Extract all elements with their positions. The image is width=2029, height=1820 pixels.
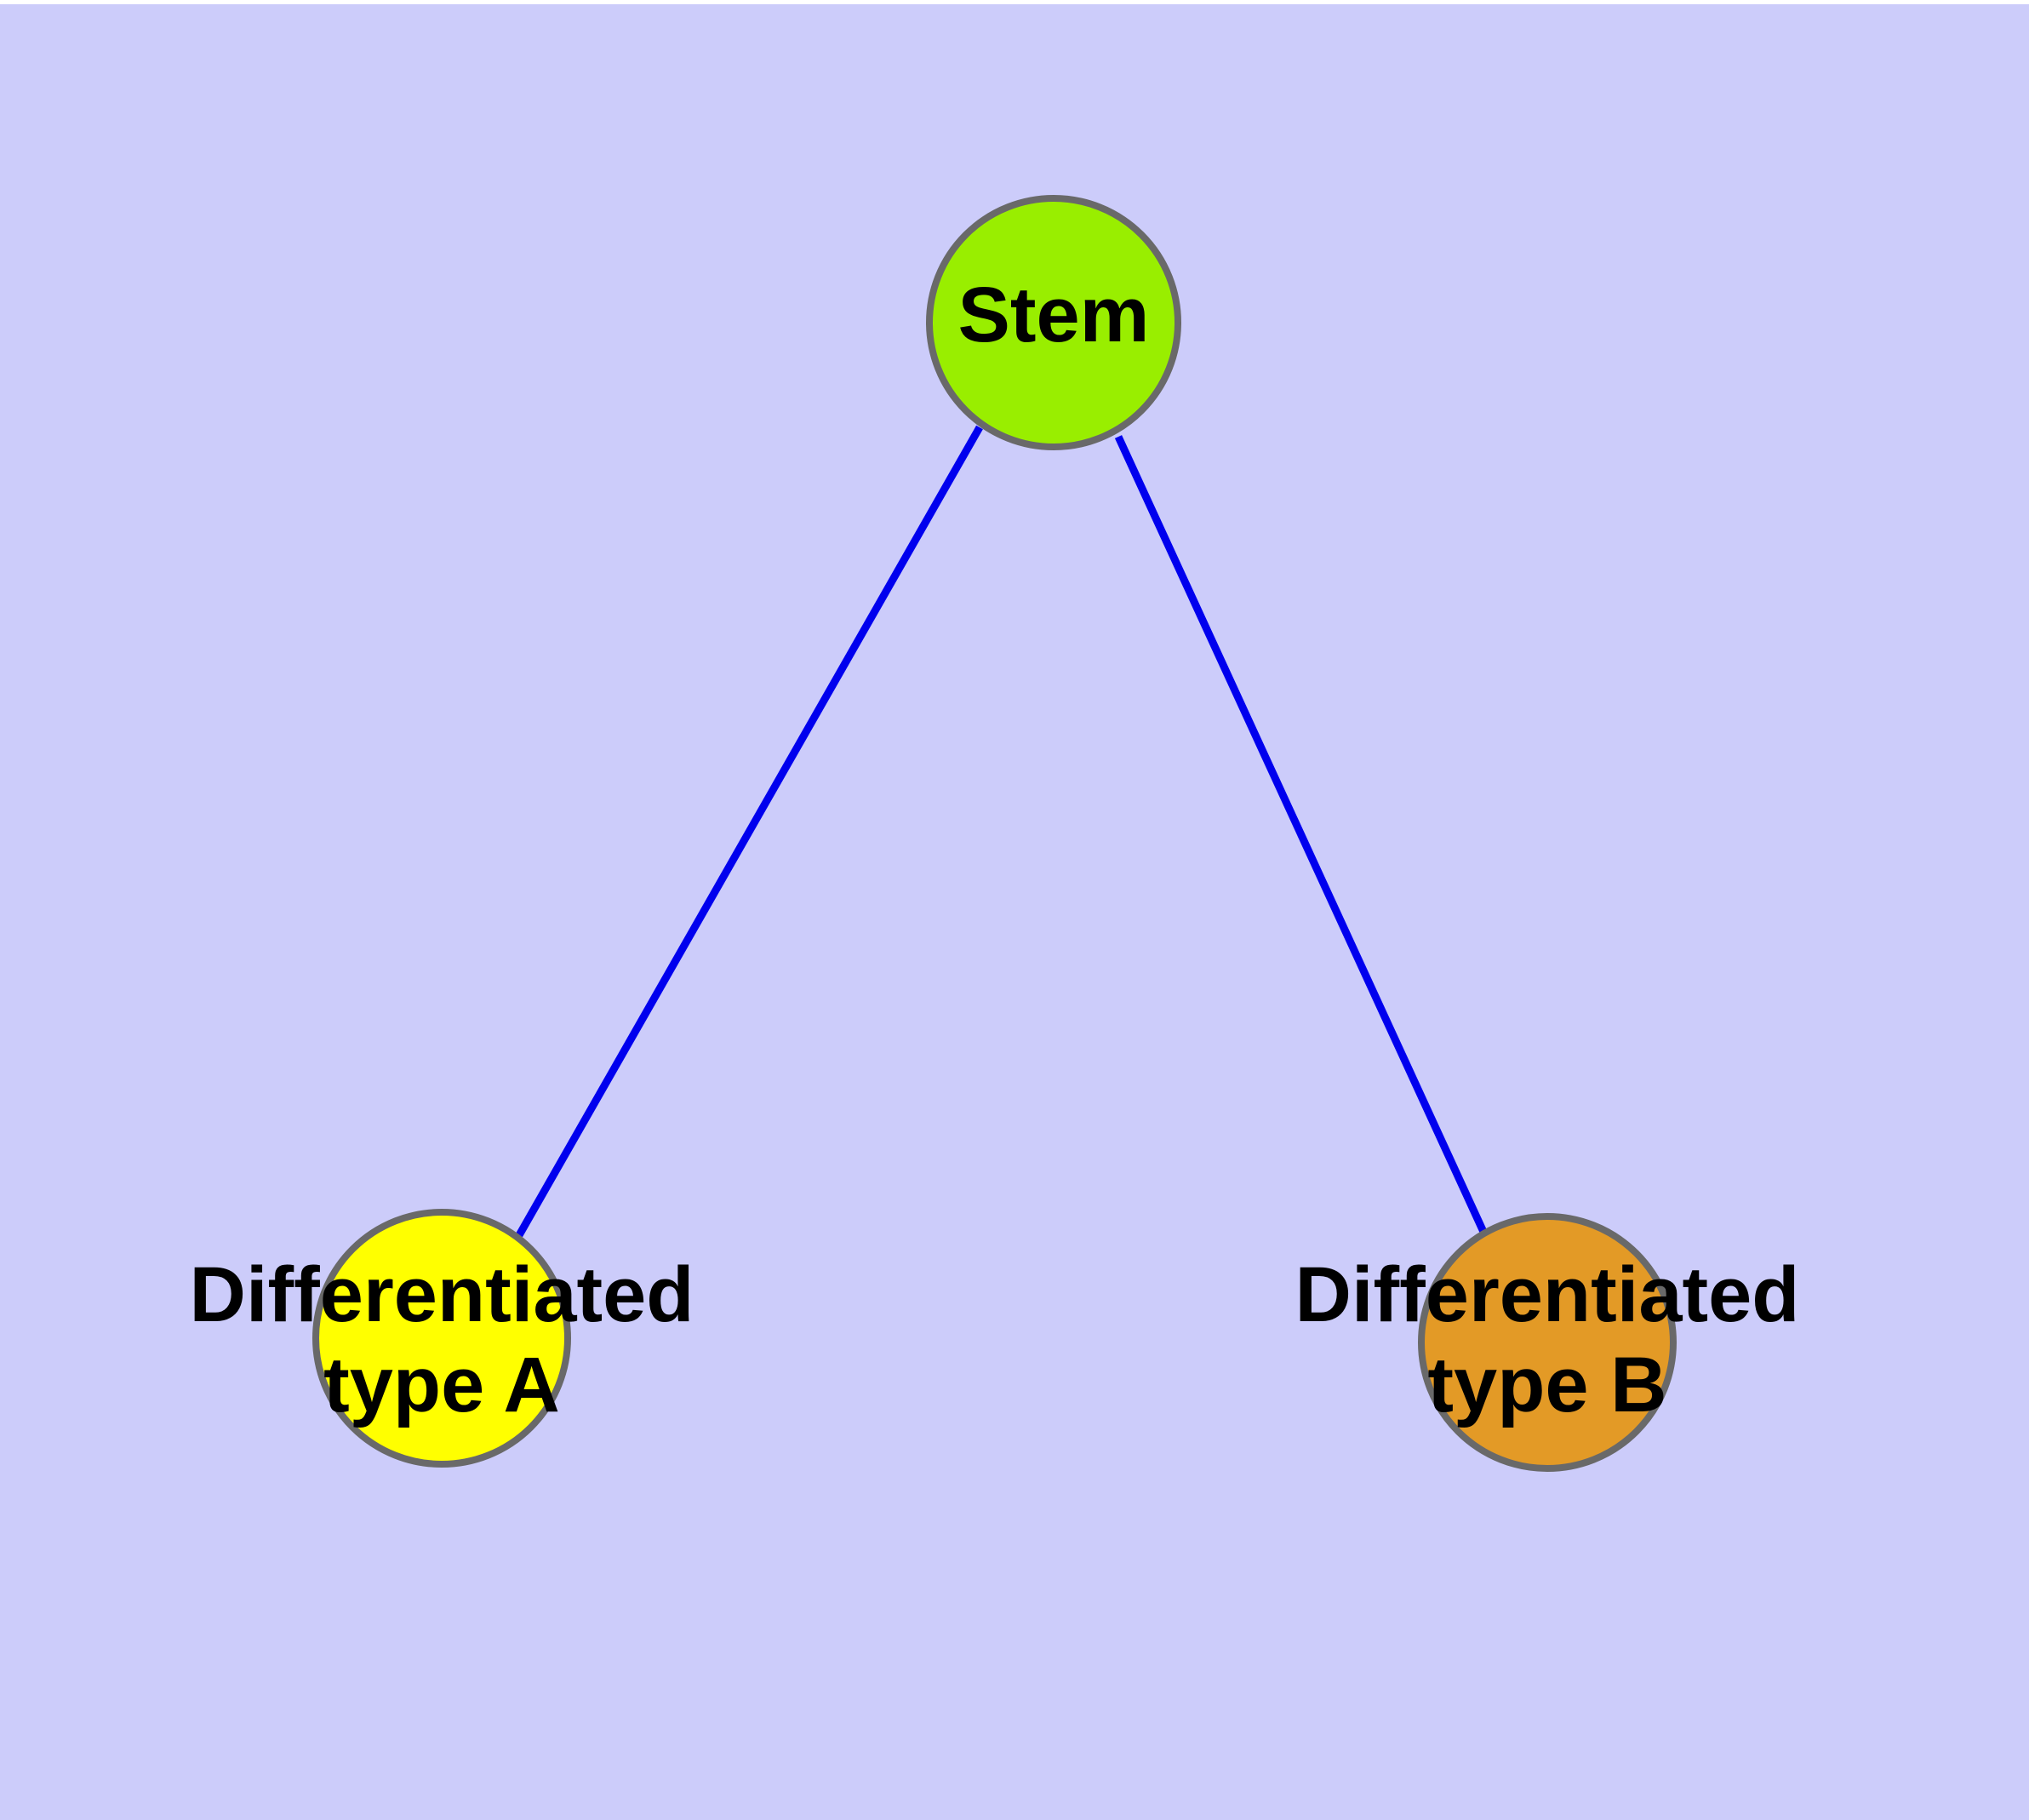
- node-label-diff-b-line-2: type B: [1427, 1342, 1666, 1428]
- node-label-diff-b-line-1: Differentiated: [1295, 1251, 1800, 1338]
- edges-layer: [516, 425, 1488, 1238]
- node-label-diff-a-line-1: Differentiated: [190, 1251, 694, 1338]
- node-label-stem-line-1: Stem: [958, 272, 1150, 358]
- graph-edge-stem-to-diff-a[interactable]: [516, 425, 983, 1238]
- graph-node-diff-a[interactable]: [312, 1209, 571, 1468]
- graph-node-diff-b[interactable]: [1418, 1213, 1677, 1472]
- graph-edge-stem-to-diff-b[interactable]: [1114, 435, 1488, 1233]
- nodes-layer: [312, 195, 1677, 1472]
- graph-node-stem[interactable]: [926, 195, 1181, 450]
- node-label-diff-a-line-2: type A: [323, 1342, 560, 1428]
